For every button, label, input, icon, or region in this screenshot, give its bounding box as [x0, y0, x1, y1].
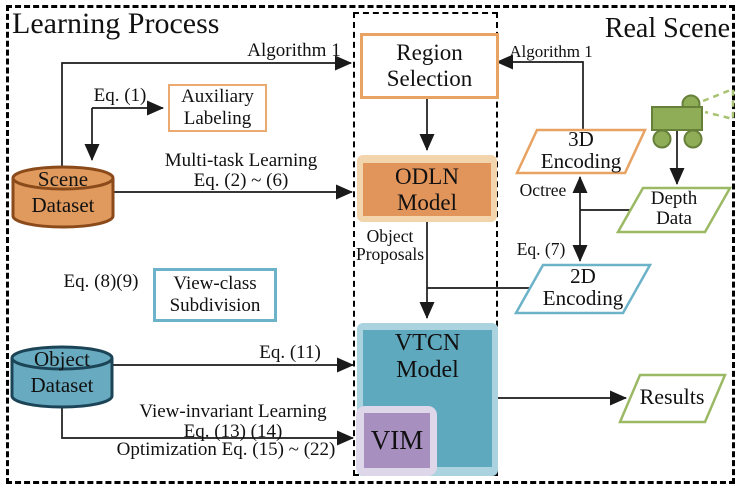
- results-shape: [618, 373, 727, 424]
- depth-data-shape: [615, 186, 733, 234]
- depth-data-label: Depth Data: [650, 188, 698, 229]
- node-vim: VIM: [364, 413, 430, 468]
- eq1-label: Eq. (1): [93, 85, 147, 106]
- camera-cone: [702, 87, 735, 121]
- edge-3d-encoding-to-region-selection: [496, 54, 584, 130]
- eq7-label: Eq. (7): [516, 239, 566, 259]
- eq11-label: Eq. (11): [259, 342, 321, 363]
- learning-process-title: Learning Process: [12, 7, 220, 40]
- optimization-label: Optimization Eq. (15) ~ (22): [116, 439, 336, 460]
- real-scene-title: Real Scene: [604, 13, 730, 44]
- 2d-encoding-label: 2D Encoding: [542, 264, 624, 310]
- learning-process-region-border: [6, 5, 735, 484]
- edge-scene-to-region-selection: [61, 55, 352, 170]
- algorithm1-left-label: Algorithm 1: [247, 40, 341, 61]
- 3d-encoding-label: 3D Encoding: [540, 127, 622, 173]
- eq89-label: Eq. (8)(9): [63, 271, 139, 292]
- 3d-encoding-shape: [515, 128, 647, 175]
- 2d-encoding-shape: [513, 263, 653, 315]
- results-label: Results: [639, 384, 705, 409]
- node-odln-model: ODLN Model: [363, 163, 491, 216]
- node-region-selection: Region Selection: [360, 33, 499, 99]
- algorithm1-right-label: Algorithm 1: [509, 42, 593, 61]
- object-dataset-label: Object Dataset: [30, 347, 94, 398]
- octree-label: Octree: [519, 180, 567, 200]
- scene-dataset-cylinder: [11, 165, 115, 229]
- node-view-class-subdivision: View-class Subdivision: [153, 268, 277, 322]
- view-invariant-label: View-invariant Learning Eq. (13) (14): [139, 401, 327, 442]
- object-dataset-cylinder: [10, 345, 114, 409]
- node-auxiliary-labeling: Auxiliary Labeling: [168, 84, 267, 132]
- edge-view-invariant-to-vim: [61, 402, 354, 446]
- scene-dataset-label: Scene Dataset: [31, 167, 95, 218]
- object-proposals-label: Object Proposals: [355, 226, 425, 265]
- robot-car-icon: [651, 87, 735, 149]
- multitask-label: Multi-task Learning Eq. (2) ~ (6): [164, 150, 318, 191]
